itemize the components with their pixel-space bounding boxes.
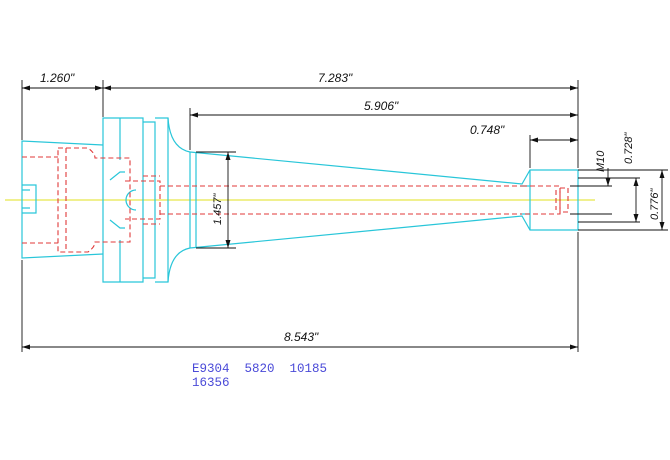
dim-label-8543: 8.543" bbox=[284, 330, 319, 344]
dim-gauge-length: 7.283" bbox=[103, 71, 579, 168]
hidden-lines bbox=[22, 147, 569, 253]
dim-taper-diameter: 1.457" bbox=[196, 151, 236, 249]
dim-label-0748: 0.748" bbox=[470, 123, 505, 137]
dim-label-5906: 5.906" bbox=[364, 99, 399, 113]
dim-flange-length: 1.260" bbox=[21, 71, 104, 140]
dim-label-7283: 7.283" bbox=[318, 71, 353, 85]
dim-overall-length: 8.543" bbox=[21, 232, 579, 352]
dim-label-1260: 1.260" bbox=[40, 71, 75, 85]
dim-taper-length: 5.906" bbox=[189, 99, 578, 150]
dim-label-0728: 0.728" bbox=[623, 131, 635, 164]
dim-label-1457: 1.457" bbox=[212, 192, 224, 225]
holder-outline bbox=[21, 117, 579, 283]
dim-tip-length: 0.748" bbox=[470, 123, 578, 168]
part-number-line2: 16356 bbox=[192, 376, 230, 390]
part-number-line1: E9304 5820 10185 bbox=[192, 362, 327, 376]
dim-label-m10: M10 bbox=[595, 150, 607, 172]
dim-right-side: M10 0.728" 0.776" bbox=[570, 131, 668, 231]
dim-label-0776: 0.776" bbox=[649, 187, 661, 220]
